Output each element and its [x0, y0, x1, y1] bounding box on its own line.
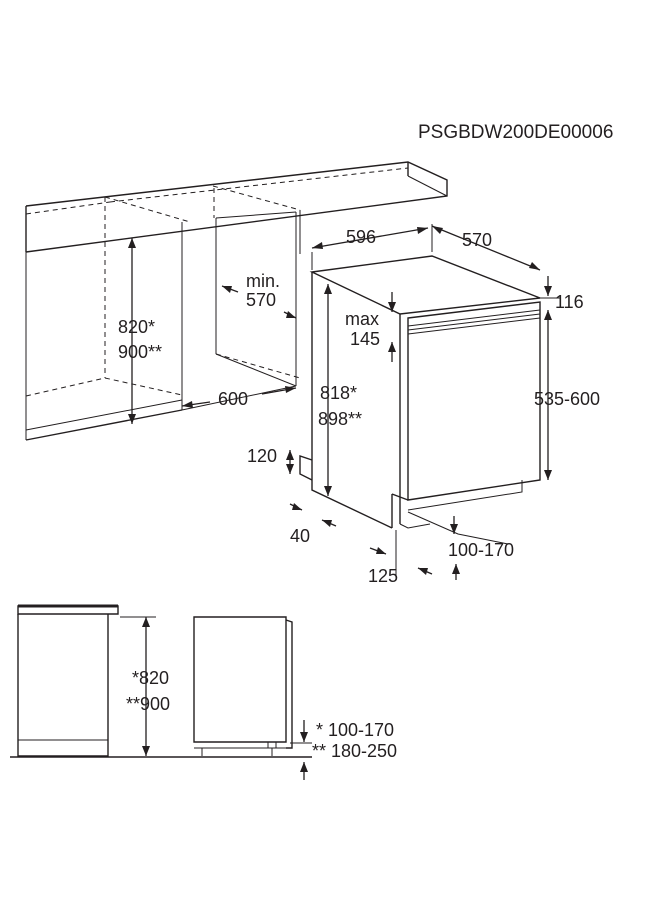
label-appliance-height-1: 818*	[320, 383, 357, 403]
label-top-offset: 116	[555, 292, 584, 312]
label-side-plinth-1: * 100-170	[316, 720, 394, 740]
label-panel-height: 535-600	[534, 389, 600, 409]
side-view-labels: *820 **900 * 100-170 ** 180-250	[126, 668, 397, 761]
label-plinth-recess: 40	[290, 526, 310, 546]
label-gap-max-1: max	[345, 309, 379, 329]
worktop	[25, 161, 448, 253]
document-code: PSGBDW200DE00006	[418, 122, 613, 143]
label-gap-max-2: 145	[350, 329, 380, 349]
kitchen-cabinets	[25, 161, 448, 441]
label-niche-width-2: 570	[246, 290, 276, 310]
label-depth: 570	[462, 230, 492, 250]
side-view	[10, 604, 312, 780]
dishwasher-appliance	[299, 255, 541, 529]
label-niche-depth: 600	[218, 389, 248, 409]
label-side-plinth-2: ** 180-250	[312, 741, 397, 761]
dimension-lines	[128, 224, 560, 580]
label-width: 596	[346, 227, 376, 247]
label-niche-height-1: 820*	[118, 317, 155, 337]
label-niche-width-1: min.	[246, 271, 280, 291]
label-side-height-2: **900	[126, 694, 170, 714]
dimension-labels: 596 570 116 max 145 535-600 min. 570 820…	[118, 227, 600, 586]
label-plinth-depth: 125	[368, 566, 398, 586]
label-plinth-range: 100-170	[448, 540, 514, 560]
label-plinth-height: 120	[247, 446, 277, 466]
label-niche-height-2: 900**	[118, 342, 162, 362]
label-side-height-1: *820	[132, 668, 169, 688]
label-appliance-height-2: 898**	[318, 409, 362, 429]
